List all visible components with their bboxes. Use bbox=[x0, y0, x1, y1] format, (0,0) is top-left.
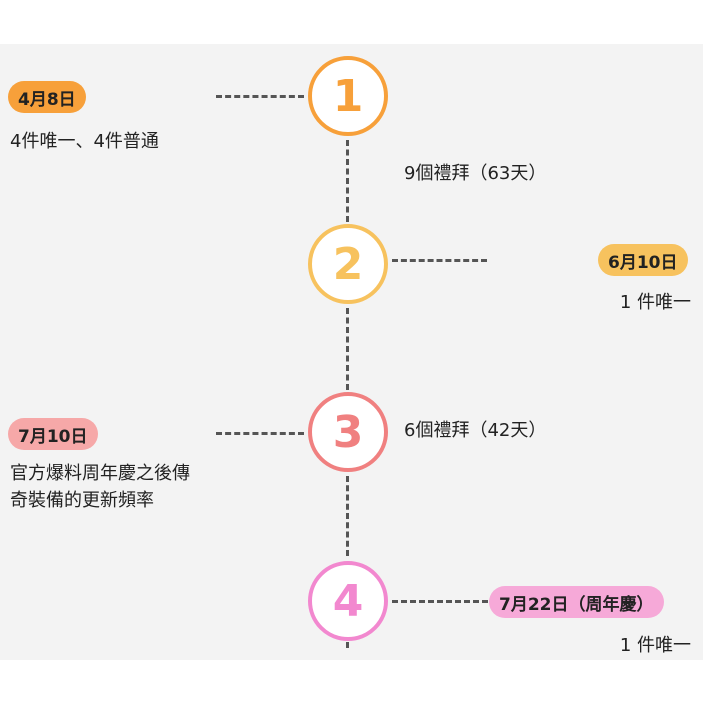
hline-step-1 bbox=[216, 95, 304, 98]
step-4-date-badge: 7月22日（周年慶） bbox=[489, 586, 664, 618]
step-3-note-line-1: 官方爆料周年慶之後傳 bbox=[10, 463, 190, 484]
step-2-number: 2 bbox=[332, 238, 364, 290]
step-2-note: 1 件唯一 bbox=[619, 292, 691, 313]
step-1-number: 1 bbox=[332, 70, 364, 122]
step-3-note-line-2: 奇裝備的更新頻率 bbox=[10, 490, 154, 511]
step-3-number: 3 bbox=[332, 406, 364, 458]
timeline-background bbox=[0, 44, 703, 660]
step-4-note: 1 件唯一 bbox=[619, 635, 691, 656]
step-4-circle: 4 bbox=[308, 561, 388, 641]
interval-1-2-label: 9個禮拜（63天） bbox=[404, 163, 547, 184]
step-3-circle: 3 bbox=[308, 392, 388, 472]
step-2-circle: 2 bbox=[308, 224, 388, 304]
step-4-number: 4 bbox=[332, 575, 364, 627]
hline-step-4 bbox=[392, 600, 488, 603]
connector-4-end bbox=[346, 642, 349, 648]
step-1-circle: 1 bbox=[308, 56, 388, 136]
hline-step-3 bbox=[216, 432, 304, 435]
hline-step-2 bbox=[392, 259, 487, 262]
step-1-date-badge: 4月8日 bbox=[8, 81, 86, 113]
step-3-date-badge: 7月10日 bbox=[8, 418, 98, 450]
step-2-date-badge: 6月10日 bbox=[598, 244, 688, 276]
connector-2-3 bbox=[346, 308, 349, 390]
step-1-note: 4件唯一、4件普通 bbox=[10, 131, 159, 152]
interval-2-3-label: 6個禮拜（42天） bbox=[404, 420, 547, 441]
connector-1-2 bbox=[346, 140, 349, 222]
connector-3-4 bbox=[346, 476, 349, 556]
